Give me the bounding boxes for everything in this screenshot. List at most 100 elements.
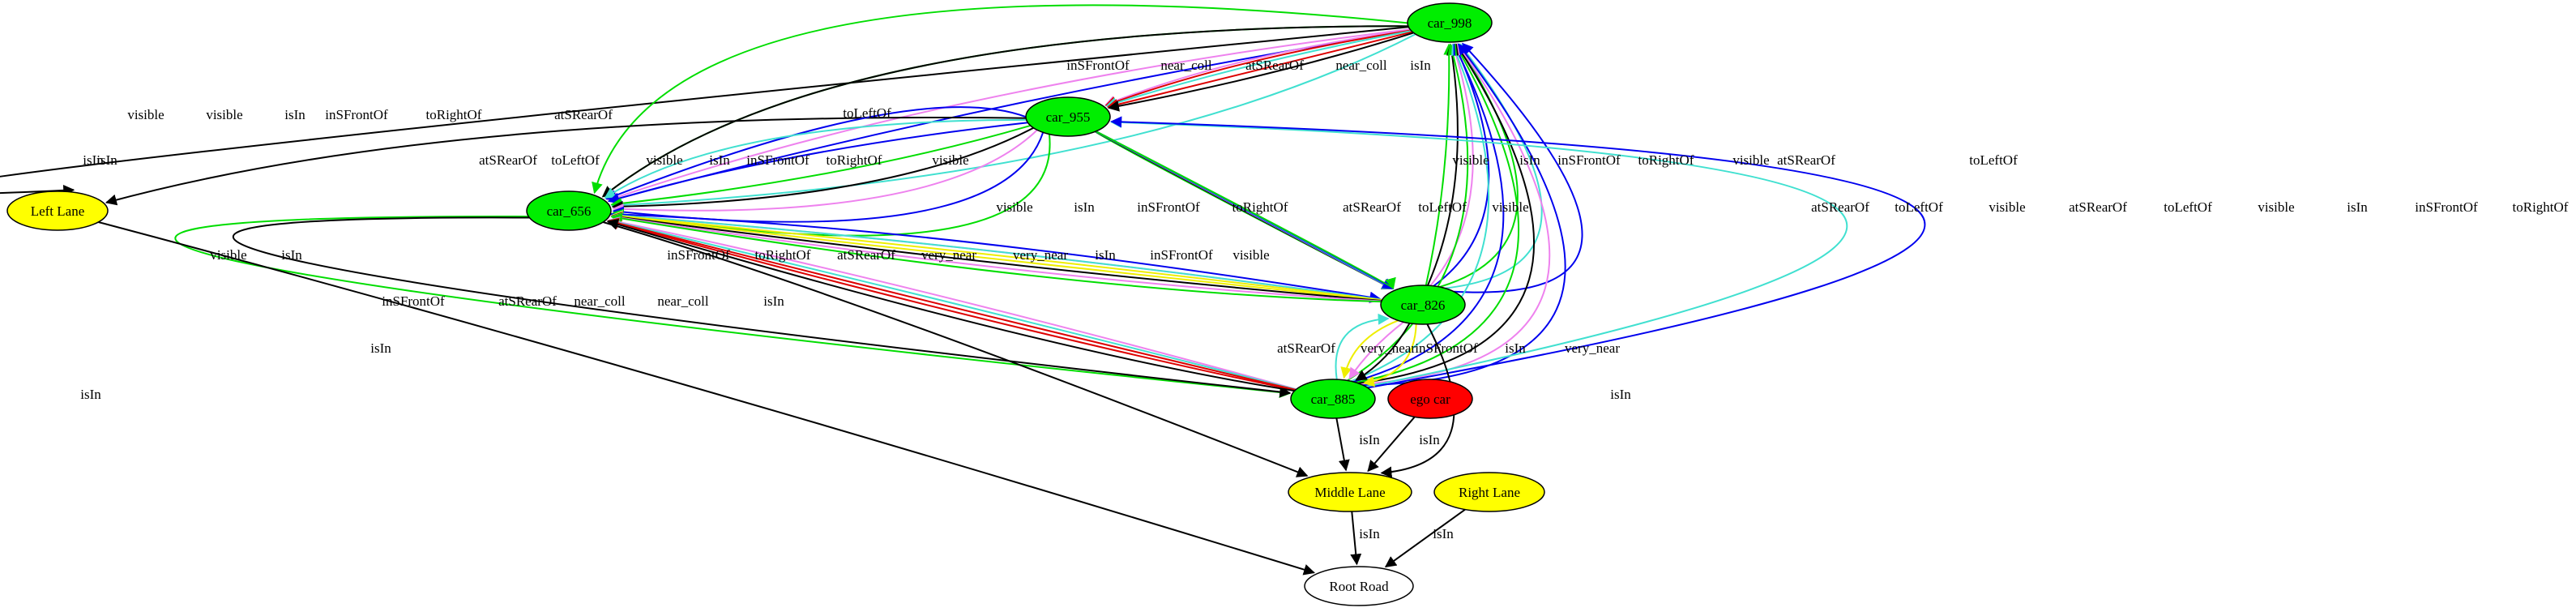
edge-car_955-car_656-isIn xyxy=(611,126,1034,212)
edge-car_955-car_656-atSRearOf xyxy=(604,118,1027,199)
edge-label: visible xyxy=(932,152,968,168)
edge-label: atSRearOf xyxy=(837,247,895,263)
edge-label: toLeftOf xyxy=(551,152,600,168)
edge-car_955-car_656-visible xyxy=(610,124,1031,209)
edge-label: atSRearOf xyxy=(2069,199,2127,215)
edge-car_998-left_lane-isIn xyxy=(0,26,1409,196)
edge-label: isIn xyxy=(1095,247,1116,263)
edge-car_826-car_656-visible xyxy=(610,212,1382,303)
edge-label: isIn xyxy=(284,107,305,122)
edge-label: near_coll xyxy=(574,293,626,309)
edge-car_826-car_885-isIn xyxy=(1355,323,1411,381)
edge-label: isIn xyxy=(1359,432,1380,447)
node-ellipse xyxy=(1380,285,1466,325)
edge-label: visible xyxy=(1452,152,1489,168)
node-car-885: car_885 xyxy=(1290,379,1376,419)
edge-right_lane-root_road-isIn xyxy=(1384,508,1466,568)
node-label: Right Lane xyxy=(1459,485,1520,500)
edge-label: toLeftOf xyxy=(1418,199,1467,215)
edge-label: visible xyxy=(646,152,682,168)
edge-label: isIn xyxy=(1359,526,1380,541)
edge-left_lane-root_road-isIn xyxy=(98,221,1315,576)
nodes-layer: car_998 car_955 car_656 car_826 car_885 ego c… xyxy=(6,2,1545,606)
edge-label: inSFrontOf xyxy=(1557,152,1621,168)
edge-car_998-car_955-inSFrontOf xyxy=(1104,29,1411,107)
node-ellipse xyxy=(1433,472,1545,512)
edge-car_955-car_656-inSFrontOf xyxy=(612,129,1038,215)
node-label: car_998 xyxy=(1428,15,1472,31)
edge-label: atSRearOf xyxy=(1343,199,1401,215)
edge-car_826-car_998-inSFrontOf xyxy=(1429,43,1474,287)
edge-label: isIn xyxy=(1074,199,1095,215)
node-label: Middle Lane xyxy=(1314,485,1385,500)
node-ellipse xyxy=(1304,566,1414,606)
edge-car_998-car_656-visible xyxy=(592,4,1408,195)
edge-car_656-middle_lane-isIn xyxy=(602,221,1309,477)
node-left-lane: Left Lane xyxy=(6,190,109,231)
edge-car_826-car_656-very_near xyxy=(611,211,1382,302)
edge-label: atSRearOf xyxy=(1277,340,1335,356)
node-label: car_656 xyxy=(547,203,592,219)
edge-car_955-car_826-visible xyxy=(1096,131,1396,290)
edge-label: isIn xyxy=(2347,199,2368,215)
edge-label: inSFrontOf xyxy=(1066,58,1130,73)
edge-labels-layer: isIn visible visible isIn inSFrontOf toRightO… xyxy=(80,58,2569,541)
edge-middle_lane-root_road-isIn xyxy=(1350,511,1362,566)
edge-label: visible xyxy=(1989,199,2025,215)
edge-car_885-car_826-atSRearOf xyxy=(1335,313,1390,380)
edge-car_826-car_656-inSFrontOf xyxy=(610,212,1382,302)
node-ellipse xyxy=(1387,379,1473,419)
edge-car_885-car_998-toRightOf xyxy=(1363,43,1566,387)
edge-label: isIn xyxy=(96,152,117,168)
node-label: ego car xyxy=(1410,392,1450,407)
edge-label: isIn xyxy=(1610,387,1631,402)
node-middle-lane: Middle Lane xyxy=(1288,472,1412,512)
node-label: car_826 xyxy=(1401,297,1446,313)
edge-car_885-car_998-visible xyxy=(1347,43,1469,382)
edge-ego_car-middle_lane-isIn xyxy=(1367,416,1416,473)
node-ellipse xyxy=(1407,2,1493,43)
edge-label: isIn xyxy=(1519,152,1540,168)
edge-label: toRightOf xyxy=(755,247,811,263)
node-ellipse xyxy=(526,190,612,231)
edge-car_885-middle_lane-isIn xyxy=(1335,417,1350,472)
edge-label: toRightOf xyxy=(426,107,482,122)
edge-car_885-car_656-near_coll xyxy=(607,218,1296,392)
edge-car_998-car_656-atSRearOf xyxy=(610,33,1416,211)
edge-label: inSFrontOf xyxy=(325,107,388,122)
edge-label: very_near xyxy=(1361,340,1416,356)
edge-car_885-car_998-visible xyxy=(1356,43,1520,383)
edge-label: very_near xyxy=(921,247,976,263)
edge-label: visible xyxy=(1232,247,1269,263)
edges-layer xyxy=(0,4,1926,576)
node-ego-car: ego car xyxy=(1387,379,1473,419)
node-ellipse xyxy=(1025,96,1111,137)
node-label: car_955 xyxy=(1046,109,1091,125)
edge-label: near_coll xyxy=(1335,58,1387,73)
edge-car_885-car_656-inSFrontOf xyxy=(608,216,1297,391)
edge-car_998-car_955-near_coll xyxy=(1106,31,1413,110)
edge-car_998-car_955-atSRearOf xyxy=(1105,30,1412,109)
edge-label: visible xyxy=(1732,152,1769,168)
edge-label: toRightOf xyxy=(827,152,882,168)
edge-label: visible xyxy=(206,107,242,122)
edge-car_885-car_656-atSRearOf xyxy=(608,216,1297,391)
edge-label: isIn xyxy=(281,247,302,263)
edge-car_998-car_955-near_coll xyxy=(1104,29,1412,108)
node-label: Left Lane xyxy=(31,203,85,219)
edge-label: toLeftOf xyxy=(1969,152,2018,168)
node-ellipse xyxy=(1290,379,1376,419)
node-root-road: Root Road xyxy=(1304,566,1414,606)
edge-car_885-car_955-toLeftOf xyxy=(1110,116,1926,389)
edge-label: toLeftOf xyxy=(2164,199,2212,215)
edge-label: visible xyxy=(210,247,246,263)
edge-label: isIn xyxy=(370,340,391,356)
edge-label: inSFrontOf xyxy=(1150,247,1213,263)
node-ellipse xyxy=(6,190,109,231)
edge-label: atSRearOf xyxy=(479,152,537,168)
edge-car_885-car_955-atSRearOf xyxy=(1109,116,1848,387)
edge-car_885-car_998-toLeftOf xyxy=(1353,43,1505,383)
node-label: car_885 xyxy=(1311,392,1356,407)
edge-car_656-car_885-isIn xyxy=(232,216,1292,398)
